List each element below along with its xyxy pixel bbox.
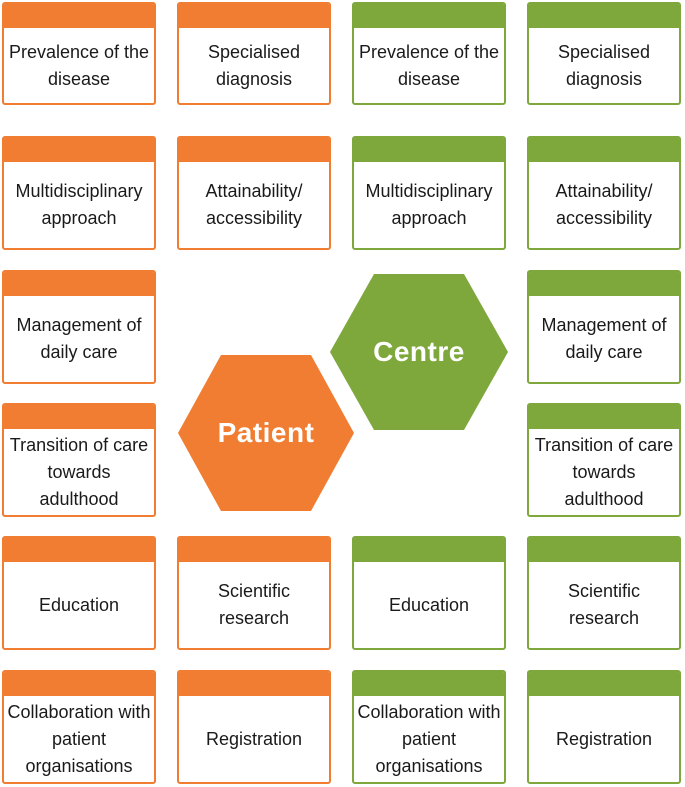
card-label: Collaboration with patient organisations (7, 701, 151, 776)
card-label: Attainability/ accessibility (205, 181, 303, 228)
card-header-bar (4, 138, 154, 162)
centre-card-specialised-diagnosis: Specialised diagnosis (527, 2, 681, 105)
card-header-bar (4, 272, 154, 296)
patient-card-collaboration: Collaboration with patient organisations (2, 670, 156, 784)
patient-card-daily-care: Management of daily care (2, 270, 156, 384)
centre-card-research: Scientific research (527, 536, 681, 650)
centre-hexagon-shape (330, 274, 508, 430)
centre-card-registration: Registration (527, 670, 681, 784)
card-label: Multidisciplinary approach (365, 181, 493, 228)
card-label: Transition of care towards adulthood (9, 434, 149, 509)
card-header-bar (529, 672, 679, 696)
patient-card-transition: Transition of care towards adulthood (2, 403, 156, 517)
patient-card-research: Scientific research (177, 536, 331, 650)
card-header-bar (529, 405, 679, 429)
patient-card-multidisciplinary: Multidisciplinary approach (2, 136, 156, 250)
patient-card-education: Education (2, 536, 156, 650)
card-label: Specialised diagnosis (207, 41, 301, 89)
card-header-bar (179, 4, 329, 28)
centre-hexagon-label: Centre (373, 336, 465, 367)
card-header-bar (4, 538, 154, 562)
card-header-bar (4, 4, 154, 28)
patient-card-attainability: Attainability/ accessibility (177, 136, 331, 250)
card-header-bar (354, 138, 504, 162)
card-label: Scientific research (567, 581, 641, 628)
centre-card-transition: Transition of care towards adulthood (527, 403, 681, 517)
card-label: Scientific research (217, 581, 291, 628)
card-header-bar (179, 672, 329, 696)
card-header-bar (529, 138, 679, 162)
card-header-bar (529, 538, 679, 562)
patient-card-prevalence: Prevalence of the disease (2, 2, 156, 105)
card-label: Registration (555, 728, 653, 749)
centre-card-attainability: Attainability/ accessibility (527, 136, 681, 250)
card-header-bar (354, 538, 504, 562)
patient-hexagon-label: Patient (217, 417, 315, 448)
card-label: Education (388, 594, 470, 615)
card-label: Collaboration with patient organisations (357, 701, 501, 776)
centre-hexagon (330, 274, 508, 430)
card-header-bar (529, 4, 679, 28)
card-label: Prevalence of the disease (358, 41, 500, 89)
card-label: Specialised diagnosis (557, 41, 651, 89)
card-label: Prevalence of the disease (8, 41, 150, 89)
card-header-bar (179, 538, 329, 562)
card-label: Registration (205, 728, 303, 749)
card-header-bar (4, 672, 154, 696)
card-label: Multidisciplinary approach (15, 181, 143, 228)
card-label: Education (38, 594, 120, 615)
card-label: Management of daily care (16, 315, 142, 362)
card-label: Management of daily care (541, 315, 667, 362)
patient-card-specialised-diagnosis: Specialised diagnosis (177, 2, 331, 105)
centre-card-collaboration: Collaboration with patient organisations (352, 670, 506, 784)
card-label: Transition of care towards adulthood (534, 434, 674, 509)
card-header-bar (354, 672, 504, 696)
card-header-bar (354, 4, 504, 28)
card-header-bar (4, 405, 154, 429)
card-header-bar (179, 138, 329, 162)
centre-card-prevalence: Prevalence of the disease (352, 2, 506, 105)
patient-hexagon (178, 355, 354, 511)
centre-card-education: Education (352, 536, 506, 650)
patient-hexagon-shape (178, 355, 354, 511)
card-label: Attainability/ accessibility (555, 181, 653, 228)
card-header-bar (529, 272, 679, 296)
centre-card-daily-care: Management of daily care (527, 270, 681, 384)
centre-card-multidisciplinary: Multidisciplinary approach (352, 136, 506, 250)
patient-card-registration: Registration (177, 670, 331, 784)
